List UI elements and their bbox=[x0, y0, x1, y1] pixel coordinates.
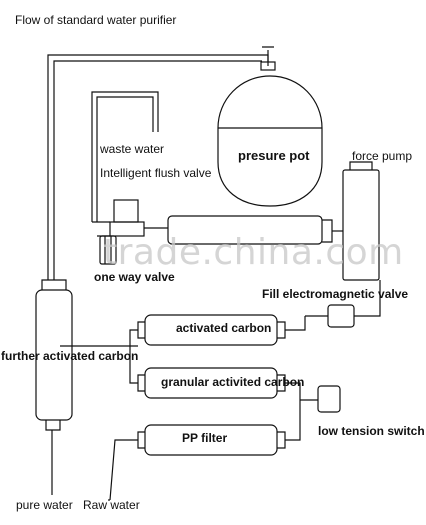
label-fill-valve: Fill electromagnetic valve bbox=[262, 287, 409, 301]
further-activated-carbon-filter bbox=[35, 289, 73, 421]
label-one-way-valve: one way valve bbox=[94, 270, 175, 284]
label-activated-carbon: activated carbon bbox=[176, 321, 272, 335]
flush-valve bbox=[113, 199, 139, 223]
one-way-valve bbox=[99, 235, 117, 265]
activated-carbon-filter bbox=[144, 314, 278, 346]
label-further-activated-carbon: further activated carbon bbox=[1, 349, 139, 363]
label-granular-carbon: granular activited carbon bbox=[161, 375, 305, 389]
membrane-housing bbox=[167, 215, 323, 245]
label-low-tension-switch: low tension switch bbox=[318, 424, 425, 438]
diagram-title: Flow of standard water purifier bbox=[15, 13, 177, 27]
watermark: trade.china.com bbox=[103, 232, 404, 273]
pp-filter bbox=[144, 424, 278, 456]
pressure-pot bbox=[217, 75, 323, 207]
label-force-pump: force pump bbox=[352, 149, 413, 163]
label-pressure-pot: presure pot bbox=[238, 148, 310, 163]
waste-water-pipe bbox=[91, 91, 159, 222]
low-tension-switch bbox=[317, 385, 341, 413]
force-pump bbox=[342, 169, 380, 281]
label-pp-filter: PP filter bbox=[182, 431, 228, 445]
fill-valve bbox=[327, 304, 355, 328]
label-flush-valve: Intelligent flush valve bbox=[100, 166, 212, 180]
label-waste-water: waste water bbox=[100, 142, 165, 156]
label-pure-water: pure water bbox=[16, 498, 73, 512]
granular-carbon-filter bbox=[144, 367, 278, 399]
label-raw-water: Raw water bbox=[83, 498, 140, 512]
